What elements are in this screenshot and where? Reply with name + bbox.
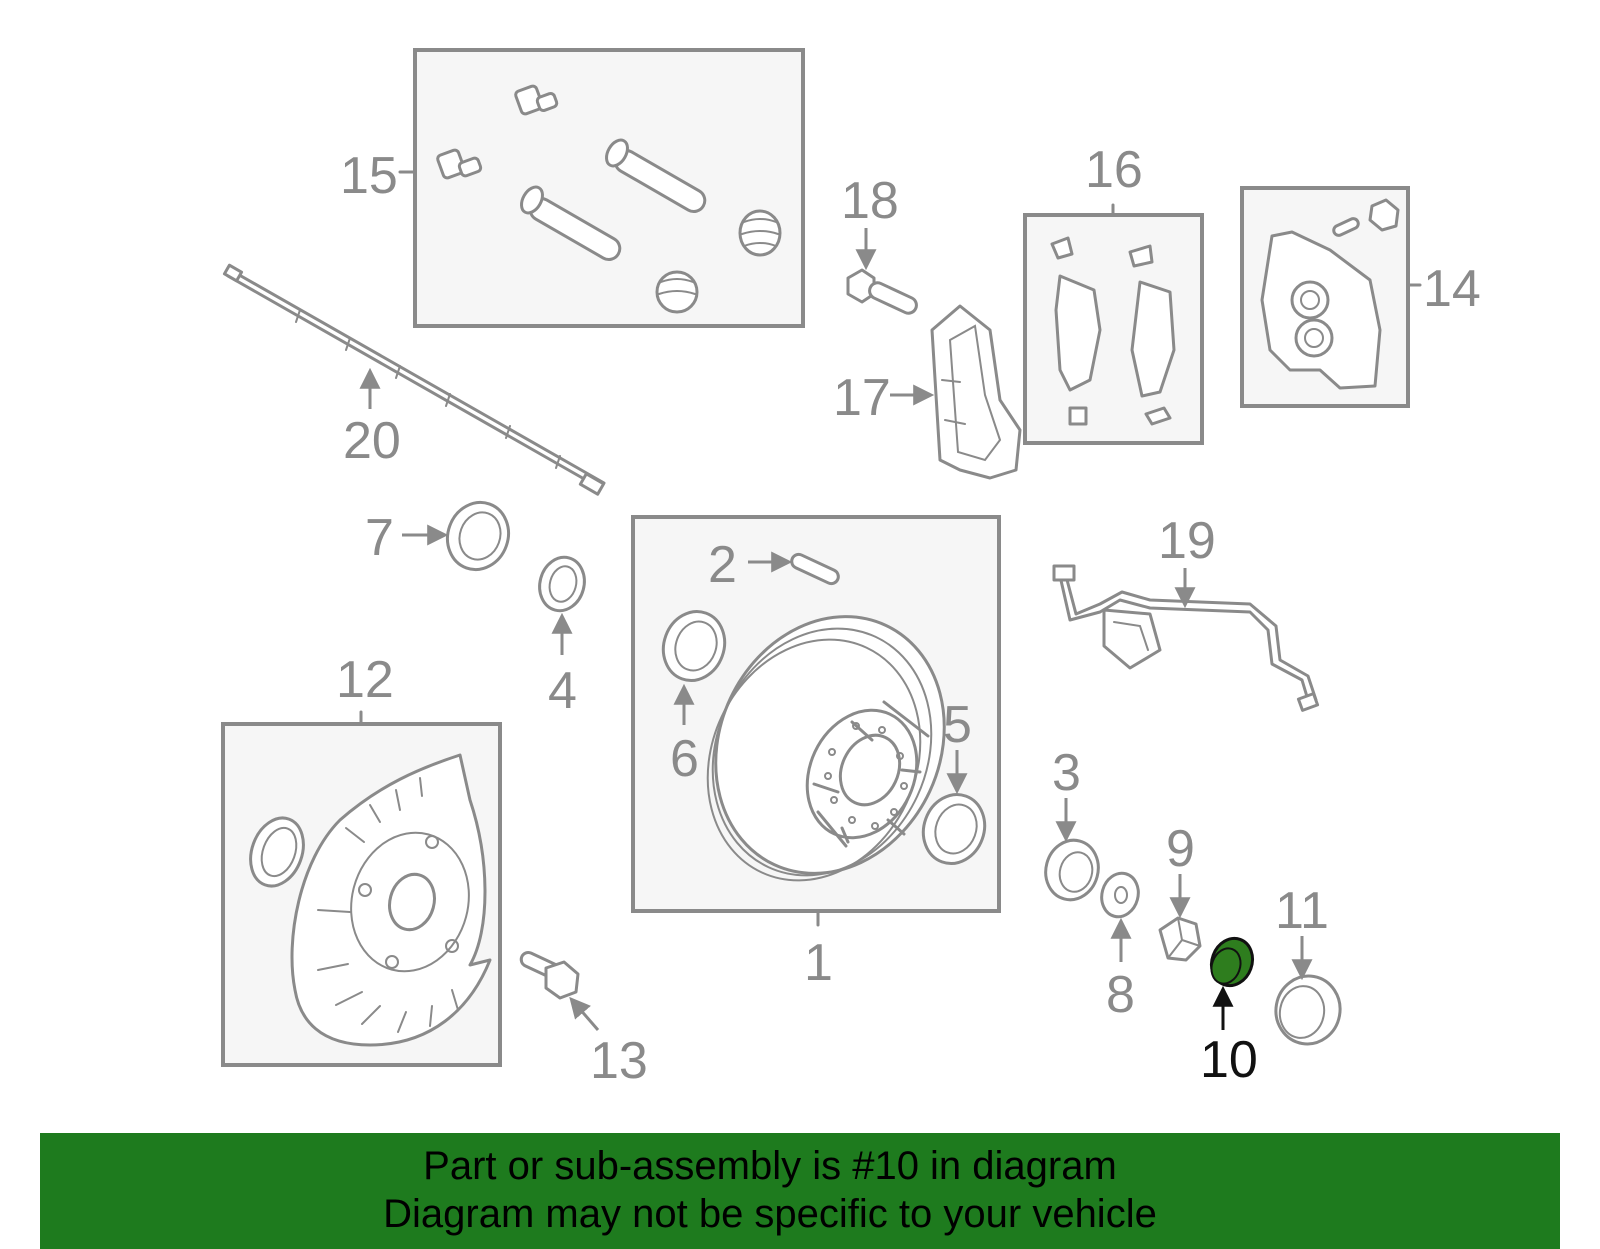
callout-2: 2	[708, 536, 737, 594]
bleeder-screw-icon	[436, 84, 559, 180]
part-10-dust-cap-highlighted[interactable]	[1205, 933, 1259, 992]
guide-pin-icon	[520, 138, 707, 261]
part-14-brake-caliper[interactable]	[1240, 186, 1422, 408]
part-16-brake-pad-set[interactable]	[1023, 203, 1204, 445]
info-banner: Part or sub-assembly is #10 in diagram D…	[40, 1133, 1560, 1249]
part-20-sensor-wire[interactable]	[222, 263, 606, 496]
part-7-oil-seal[interactable]	[438, 494, 518, 578]
pin-boot-icon	[655, 209, 782, 314]
callout-11: 11	[1275, 882, 1329, 940]
part-4-bearing-race[interactable]	[534, 552, 590, 616]
callout-13: 13	[590, 1032, 648, 1090]
callout-6: 6	[670, 730, 699, 788]
callout-3: 3	[1052, 744, 1081, 802]
part-9-spindle-nut[interactable]	[1158, 916, 1202, 962]
callout-4: 4	[548, 662, 577, 720]
callout-18: 18	[841, 172, 899, 230]
callout-16: 16	[1085, 141, 1143, 199]
part-18-bracket-bolt[interactable]	[846, 268, 919, 316]
callout-20: 20	[343, 412, 401, 470]
callout-8: 8	[1106, 966, 1135, 1024]
part-8-washer[interactable]	[1097, 869, 1143, 921]
part-12-dust-shield[interactable]	[221, 710, 502, 1067]
callout-1: 1	[804, 934, 833, 992]
banner-line-2: Diagram may not be specific to your vehi…	[383, 1192, 1157, 1236]
callout-15: 15	[340, 147, 398, 205]
callout-5: 5	[943, 696, 972, 754]
callout-19: 19	[1158, 512, 1216, 570]
part-19-abs-sensor[interactable]	[1052, 564, 1320, 712]
part-13-shield-bolt[interactable]	[519, 950, 580, 1000]
callout-12: 12	[336, 651, 394, 709]
banner-line-1: Part or sub-assembly is #10 in diagram	[423, 1144, 1117, 1188]
part-11-hub-cap[interactable]	[1271, 971, 1346, 1049]
part-17-caliper-bracket[interactable]	[930, 304, 1022, 480]
part-15-caliper-hardware-kit[interactable]	[398, 48, 805, 328]
part-1-hub-rotor-assembly[interactable]	[631, 515, 1001, 927]
callout-17: 17	[833, 369, 891, 427]
callout-10: 10	[1200, 1031, 1258, 1089]
callout-7: 7	[365, 509, 394, 567]
callout-14: 14	[1423, 260, 1481, 318]
callout-9: 9	[1166, 820, 1195, 878]
part-3-wheel-bearing[interactable]	[1039, 834, 1105, 905]
